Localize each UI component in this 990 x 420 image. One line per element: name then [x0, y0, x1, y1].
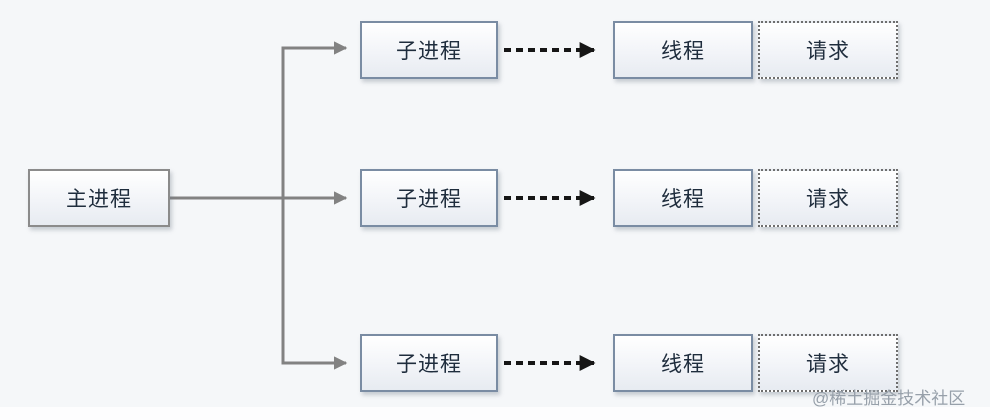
node-child-process-1: 子进程	[360, 21, 498, 79]
node-main-process: 主进程	[28, 169, 170, 227]
main-to-bottom-child-connector	[281, 198, 348, 370]
node-thread-1: 线程	[613, 21, 753, 79]
canvas-bottom-margin	[0, 407, 990, 420]
node-child-process-3: 子进程	[360, 334, 498, 392]
node-request-2: 请求	[758, 169, 898, 227]
node-child-process-2: 子进程	[360, 169, 498, 227]
node-thread-2: 线程	[613, 169, 753, 227]
node-request-3: 请求	[758, 334, 898, 392]
watermark: @稀土掘金技术社区	[812, 389, 966, 408]
main-to-top-child-connector	[281, 41, 348, 198]
node-request-1: 请求	[758, 21, 898, 79]
node-thread-3: 线程	[613, 334, 753, 392]
